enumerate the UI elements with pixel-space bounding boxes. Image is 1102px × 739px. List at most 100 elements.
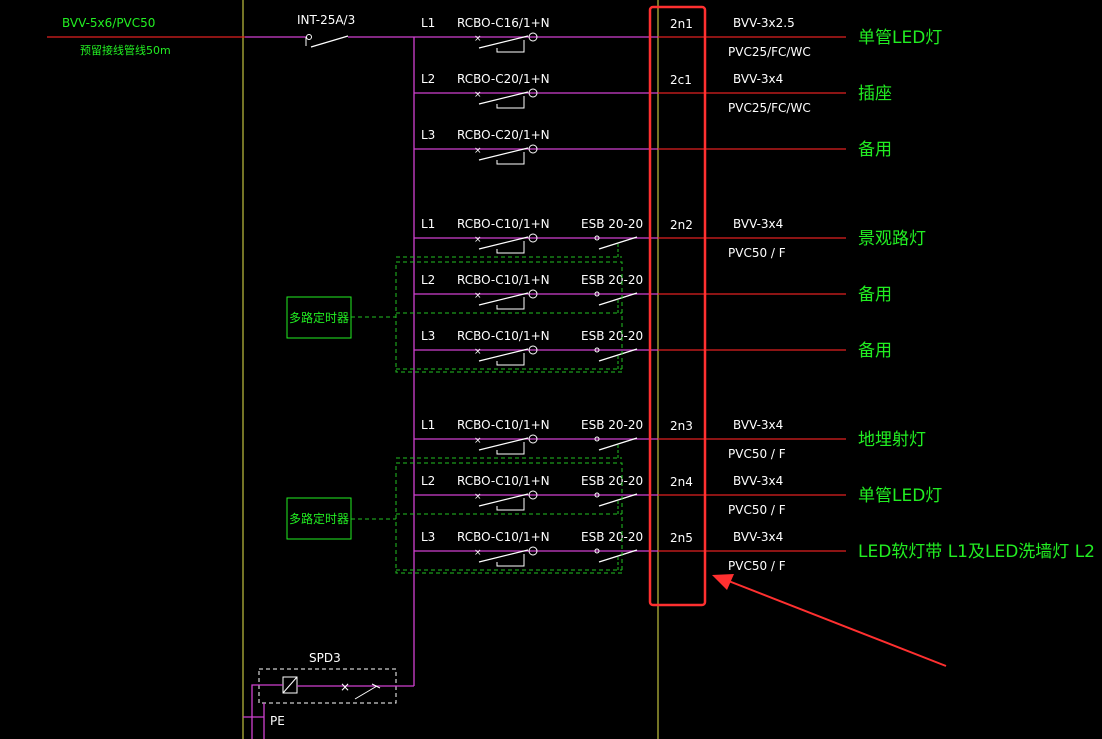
- contactor-pivot: [594, 291, 600, 297]
- contactor-blade: [598, 493, 638, 507]
- contactor-blade: [598, 437, 638, 451]
- cable-label: BVV-3x4: [733, 72, 783, 86]
- contactor-pivot: [594, 436, 600, 442]
- breaker-label: RCBO-C10/1+N: [457, 474, 550, 488]
- breaker-blade: [478, 549, 529, 563]
- load-label: 备用: [858, 341, 892, 361]
- breaker-x-mark: ×: [474, 146, 482, 156]
- pe-label: PE: [270, 714, 285, 728]
- main-switch-label: INT-25A/3: [297, 13, 355, 27]
- circuit-row: L3 RCBO-C20/1+N × 备用: [414, 128, 892, 165]
- phase-label: L3: [421, 329, 435, 343]
- spd-switch-tick: [371, 683, 381, 689]
- breaker-x-mark: ×: [474, 347, 482, 357]
- breaker-x-mark: ×: [474, 436, 482, 446]
- breaker-label: RCBO-C10/1+N: [457, 530, 550, 544]
- breaker-terminal: [528, 88, 538, 98]
- cable-label: BVV-3x4: [733, 217, 783, 231]
- contactor-pivot: [594, 548, 600, 554]
- conduit-label: PVC50 / F: [728, 503, 786, 517]
- breaker-label: RCBO-C20/1+N: [457, 128, 550, 142]
- breaker-x-mark: ×: [474, 34, 482, 44]
- breaker-label: RCBO-C16/1+N: [457, 16, 550, 30]
- phase-label: L3: [421, 530, 435, 544]
- breaker-x-mark: ×: [474, 235, 482, 245]
- breaker-blade: [478, 236, 529, 250]
- breaker-label: RCBO-C20/1+N: [457, 72, 550, 86]
- breaker-rcd-loop: [496, 297, 525, 310]
- contactor-blade: [598, 549, 638, 563]
- contactor-label: ESB 20-20: [581, 474, 643, 488]
- load-label: 地埋射灯: [858, 430, 926, 450]
- contactor-pivot: [594, 492, 600, 498]
- timer-label: 多路定时器: [289, 310, 349, 325]
- circuit-id: 2n2: [670, 218, 693, 232]
- cable-label: BVV-3x4: [733, 418, 783, 432]
- phase-label: L2: [421, 72, 435, 86]
- conduit-label: PVC25/FC/WC: [728, 45, 811, 59]
- phase-label: L1: [421, 16, 435, 30]
- breaker-x-mark: ×: [474, 291, 482, 301]
- load-label: 景观路灯: [858, 229, 926, 249]
- incoming-cable-label: BVV-5x6/PVC50: [62, 16, 155, 30]
- breaker-label: RCBO-C10/1+N: [457, 418, 550, 432]
- conduit-label: PVC50 / F: [728, 447, 786, 461]
- circuit-id: 2n4: [670, 475, 693, 489]
- contactor-label: ESB 20-20: [581, 418, 643, 432]
- breaker-terminal: [528, 32, 538, 42]
- load-label: 单管LED灯: [858, 486, 942, 506]
- cable-label: BVV-3x2.5: [733, 16, 795, 30]
- timer-label: 多路定时器: [289, 511, 349, 526]
- breaker-terminal: [528, 233, 538, 243]
- breaker-label: RCBO-C10/1+N: [457, 217, 550, 231]
- breaker-terminal: [528, 434, 538, 444]
- breaker-rcd-loop: [496, 353, 525, 366]
- breaker-label: RCBO-C10/1+N: [457, 329, 550, 343]
- breaker-blade: [478, 493, 529, 507]
- load-label: 备用: [858, 140, 892, 160]
- spd-element-diag: [282, 676, 298, 694]
- conduit-label: PVC50 / F: [728, 246, 786, 260]
- breaker-label: RCBO-C10/1+N: [457, 273, 550, 287]
- conduit-label: PVC25/FC/WC: [728, 101, 811, 115]
- main-switch-blade: [310, 35, 349, 48]
- phase-label: L3: [421, 128, 435, 142]
- breaker-terminal: [528, 546, 538, 556]
- circuit-id: 2n3: [670, 419, 693, 433]
- cable-label: BVV-3x4: [733, 474, 783, 488]
- breaker-blade: [478, 35, 529, 49]
- load-label: 插座: [858, 84, 892, 104]
- spd-switch-blade: [354, 685, 378, 700]
- breaker-rcd-loop: [496, 442, 525, 455]
- contactor-label: ESB 20-20: [581, 530, 643, 544]
- timer-control-box-2: [395, 462, 623, 574]
- breaker-terminal: [528, 490, 538, 500]
- breaker-x-mark: ×: [474, 548, 482, 558]
- pe-wire: [251, 684, 283, 739]
- spd-label: SPD3: [309, 651, 341, 665]
- phase-label: L2: [421, 474, 435, 488]
- breaker-terminal: [528, 144, 538, 154]
- breaker-rcd-loop: [496, 554, 525, 567]
- breaker-rcd-loop: [496, 241, 525, 254]
- load-label: 单管LED灯: [858, 28, 942, 48]
- spd-section: SPD3 × PE: [243, 651, 414, 739]
- breaker-blade: [478, 437, 529, 451]
- load-label: LED软灯带 L1及LED洗墙灯 L2: [858, 542, 1095, 562]
- cable-label: BVV-3x4: [733, 530, 783, 544]
- contactor-pivot: [594, 347, 600, 353]
- annotation-arrow: [712, 574, 947, 667]
- timer-2: 多路定时器: [286, 497, 396, 540]
- circuit-id: 2c1: [670, 73, 692, 87]
- contactor-label: ESB 20-20: [581, 329, 643, 343]
- contactor-blade: [598, 292, 638, 306]
